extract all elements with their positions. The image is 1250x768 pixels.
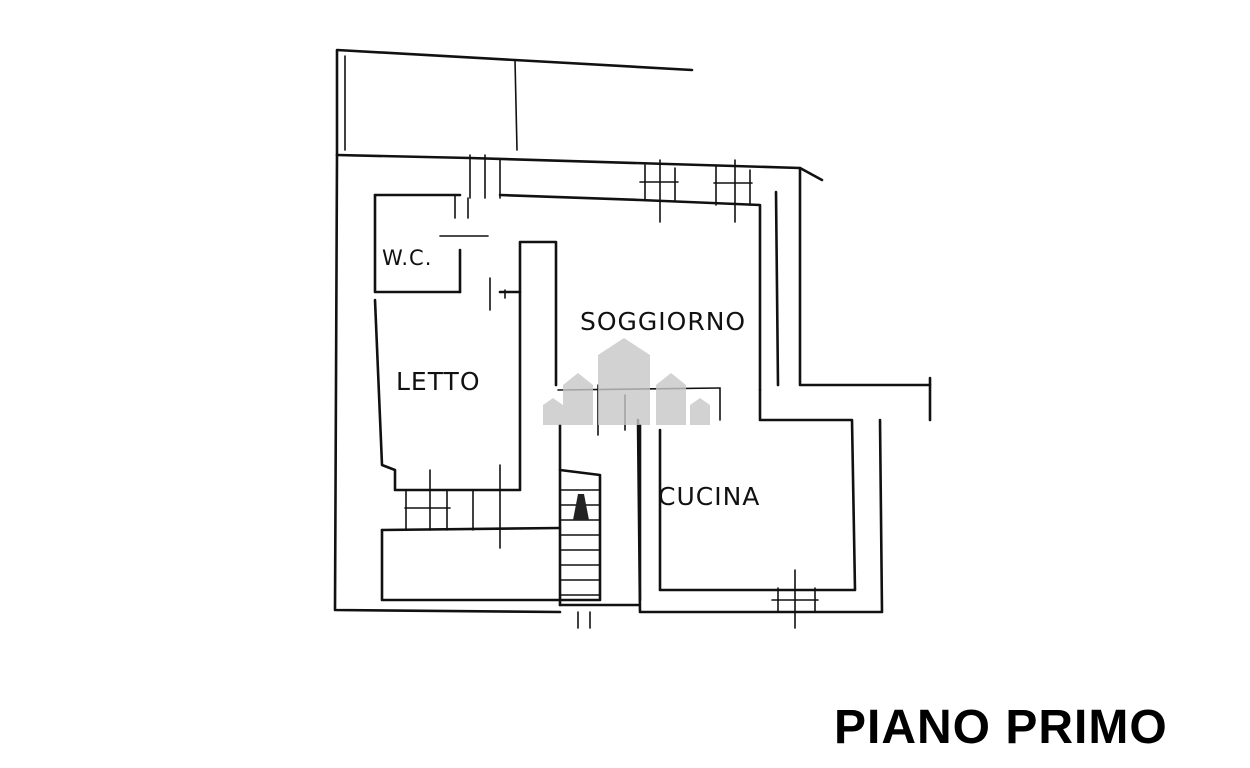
terrace-outline — [335, 48, 694, 157]
room-label-soggiorno: SOGGIORNO — [580, 307, 746, 336]
room-label-wc: W.C. — [382, 246, 432, 270]
staircase — [558, 468, 602, 629]
inner-walls — [373, 190, 857, 607]
room-label-letto: LETTO — [396, 367, 481, 396]
floor-title: PIANO PRIMO — [834, 701, 1168, 754]
watermark-house-icon — [543, 338, 710, 425]
room-label-cucina: CUCINA — [658, 482, 760, 511]
